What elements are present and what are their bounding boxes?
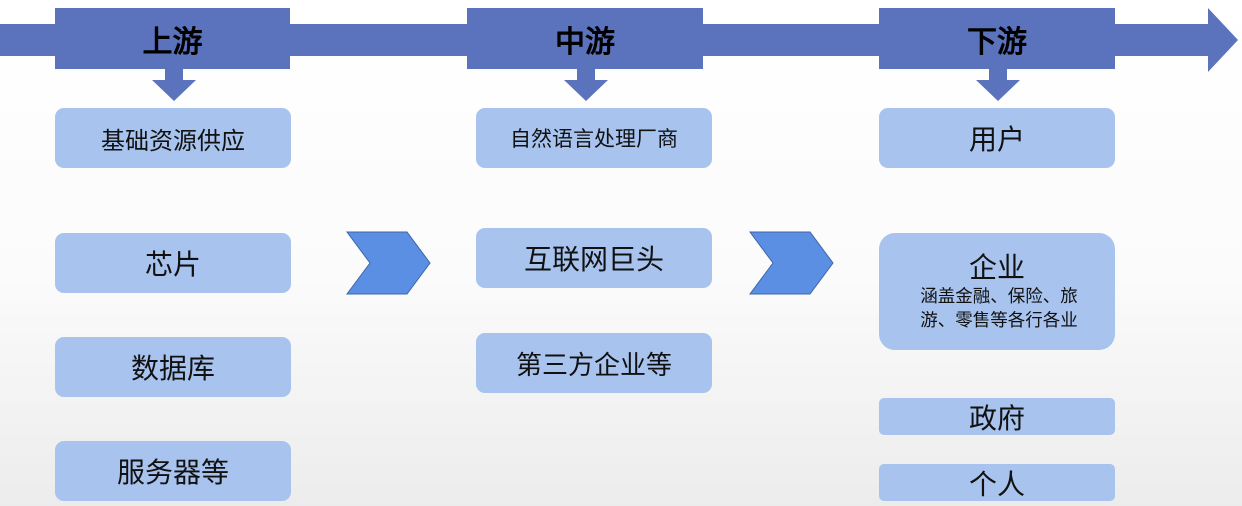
stage-header-bg-downstream (879, 8, 1115, 69)
midstream-item-third-party: 第三方企业等 (476, 333, 712, 393)
midstream-item-internet-giants: 互联网巨头 (476, 228, 712, 288)
downstream-item-label: 个人 (968, 467, 1025, 501)
upstream-title-box: 基础资源供应 (55, 108, 291, 168)
upstream-item-label: 芯片 (144, 248, 201, 281)
enterprise-label: 企业 (968, 250, 1025, 284)
stage-header-midstream: 中游 (555, 24, 615, 60)
stage-header-bg-upstream (55, 8, 290, 69)
enterprise-note-line2: 游、零售等各行各业 (920, 310, 1078, 331)
stage-header-bg-midstream (467, 8, 703, 69)
upstream-item-chip: 芯片 (55, 233, 291, 293)
upstream-item-label: 服务器等 (116, 456, 229, 489)
midstream-title-box: 自然语言处理厂商 (476, 108, 712, 168)
stage-header-upstream: 上游 (142, 24, 203, 60)
downstream-enterprise-box: 企业 涵盖金融、保险、旅 游、零售等各行各业 (879, 233, 1115, 350)
downstream-item-individual: 个人 (879, 464, 1115, 501)
down-arrow-midstream (564, 68, 608, 101)
enterprise-note-line1: 涵盖金融、保险、旅 (920, 286, 1078, 307)
midstream-item-label: 互联网巨头 (523, 243, 664, 276)
midstream-title: 自然语言处理厂商 (510, 127, 678, 151)
downstream-title-box: 用户 (879, 108, 1115, 168)
downstream-title: 用户 (968, 123, 1025, 156)
midstream-item-label: 第三方企业等 (515, 350, 672, 381)
down-arrow-downstream (976, 68, 1020, 101)
stage-header-downstream: 下游 (967, 24, 1027, 60)
downstream-item-government: 政府 (879, 398, 1115, 435)
down-arrow-upstream (152, 68, 196, 101)
upstream-item-database: 数据库 (55, 337, 291, 397)
upstream-title: 基础资源供应 (101, 126, 245, 155)
enterprise-note: 涵盖金融、保险、旅 游、零售等各行各业 (916, 285, 1078, 333)
upstream-item-label: 数据库 (130, 352, 215, 385)
chevron-arrow-2 (749, 231, 834, 295)
downstream-item-label: 政府 (968, 401, 1025, 435)
chevron-arrow-1 (346, 231, 431, 295)
upstream-item-server: 服务器等 (55, 441, 291, 501)
